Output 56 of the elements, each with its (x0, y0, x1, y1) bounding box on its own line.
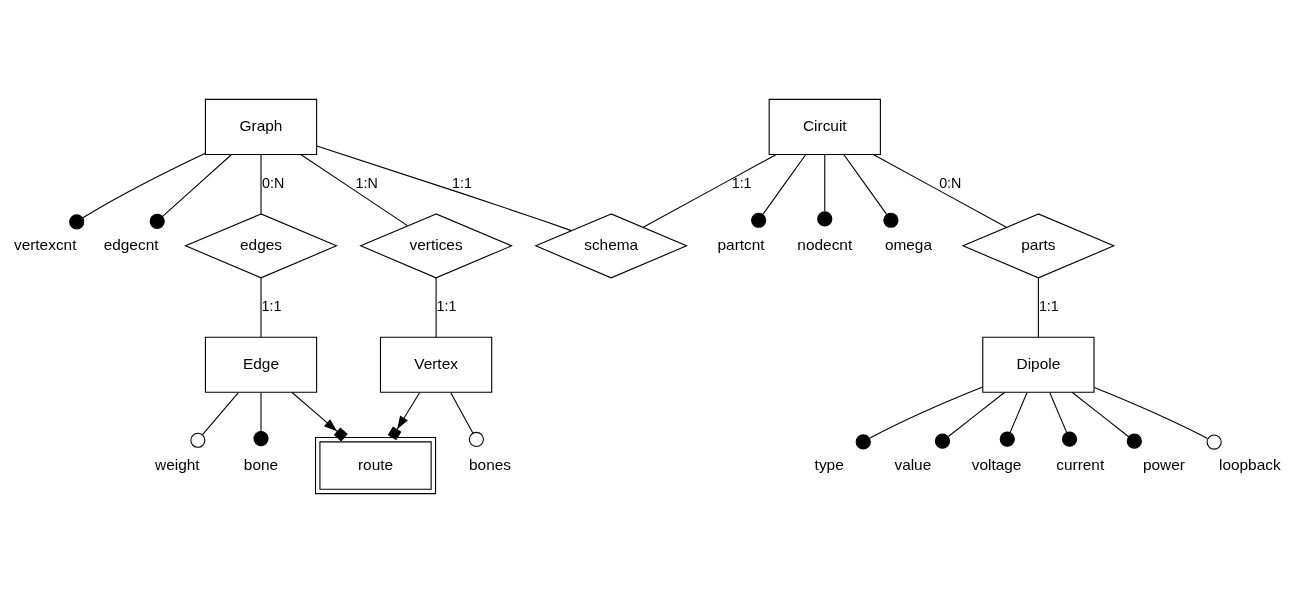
connector (253, 392, 269, 447)
connector (1071, 392, 1142, 449)
node-box: Graph (204, 98, 318, 155)
edge-label: 1:1 (436, 298, 457, 315)
node-diamond: schema (534, 213, 688, 279)
node-box: Circuit (768, 98, 881, 155)
edge-label: 1:1 (1038, 298, 1059, 315)
arrow (291, 392, 348, 442)
node-box: Vertex (379, 336, 493, 393)
connector (751, 153, 807, 228)
connector (260, 277, 262, 338)
connector (817, 153, 833, 227)
node-text: omega (884, 235, 933, 253)
connector (934, 392, 1005, 449)
node-text: nodecnt (797, 235, 853, 253)
node-text: weight (155, 455, 200, 473)
node-text: partcnt (717, 235, 765, 253)
node-box: Dipole (982, 336, 1095, 393)
node-box: route (314, 436, 437, 495)
connector (260, 153, 262, 215)
node-diamond: parts (961, 213, 1116, 279)
node-text: loopback (1218, 455, 1281, 473)
connector (435, 277, 437, 338)
connector (190, 392, 239, 448)
arrow (387, 392, 421, 441)
edge-label: 0:N (939, 174, 962, 191)
edge-label: 1:1 (261, 298, 282, 315)
connector (642, 153, 777, 228)
connector (1037, 277, 1039, 338)
edge-label: 1:1 (731, 174, 752, 191)
edge-label: 1:1 (452, 174, 472, 191)
connector (1093, 386, 1222, 450)
connector (872, 153, 1007, 228)
node-text: bones (469, 455, 512, 473)
node-text: bone (243, 455, 279, 473)
connector (999, 392, 1028, 447)
connector (69, 152, 206, 230)
node-box: Edge (204, 336, 318, 393)
edge-label: 0:N (262, 174, 285, 191)
node-text: type (814, 455, 844, 473)
node-text: vertexcnt (13, 235, 77, 253)
node-text: power (1142, 455, 1185, 473)
node-text: value (894, 455, 932, 473)
node-text: edgecnt (103, 235, 159, 253)
node-diamond: vertices (359, 213, 513, 279)
connector (1049, 392, 1078, 447)
connector (316, 145, 572, 232)
node-text: voltage (971, 455, 1022, 473)
connector (855, 386, 984, 450)
connector (843, 153, 899, 228)
node-diamond: edges (184, 213, 338, 279)
connector (149, 153, 233, 229)
edge-label: 1:N (355, 174, 378, 191)
connector (450, 392, 484, 448)
node-text: current (1056, 455, 1105, 473)
connector (300, 153, 408, 227)
